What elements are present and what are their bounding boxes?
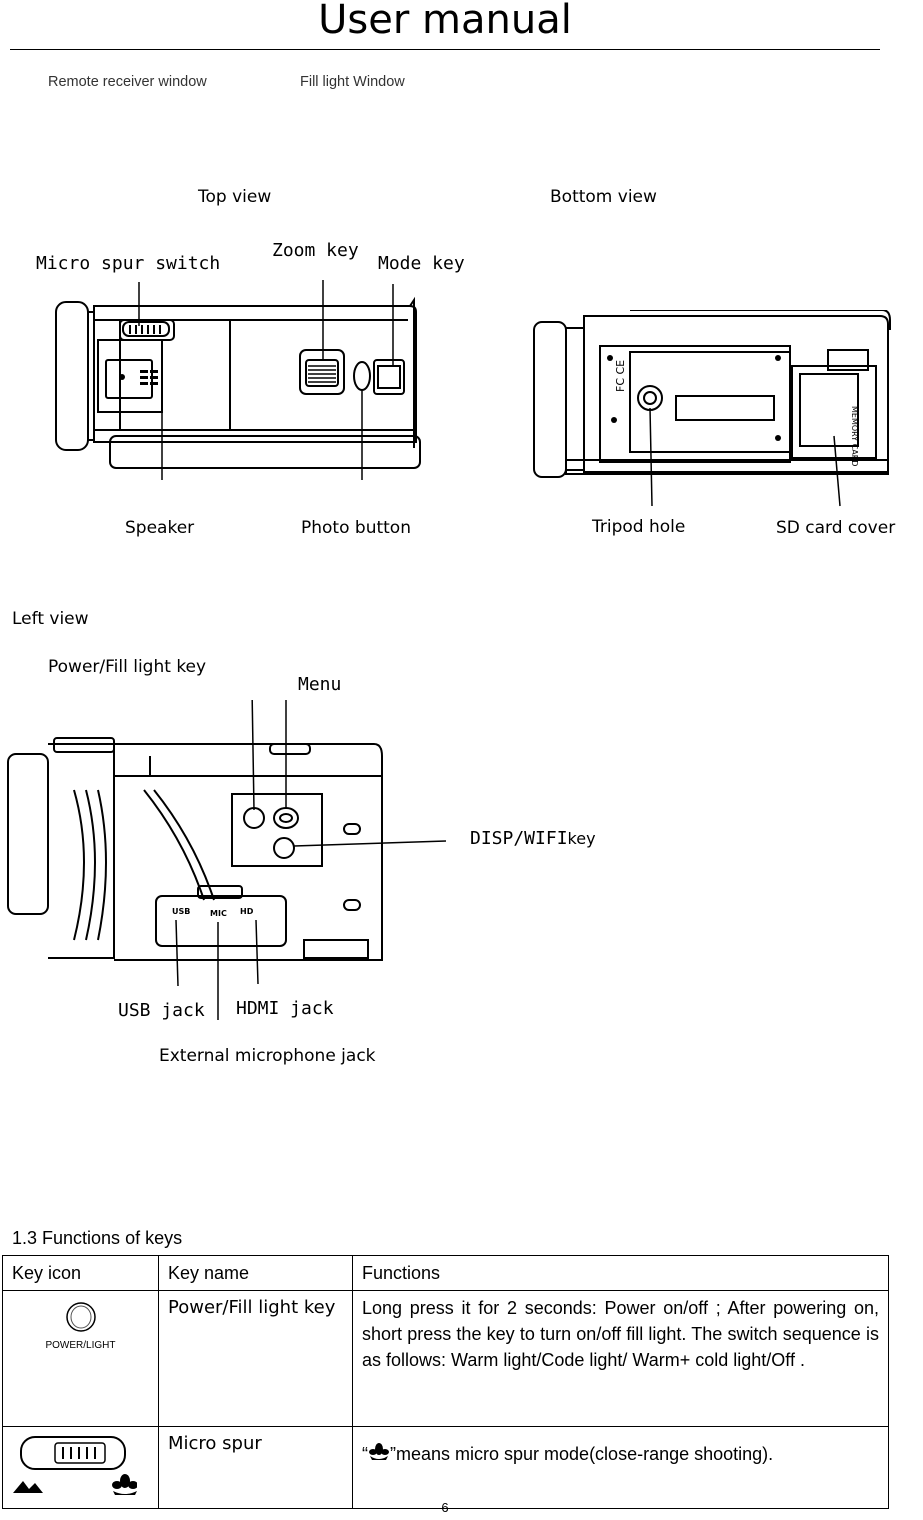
title-rule: [10, 49, 880, 50]
function-prefix: “: [362, 1444, 368, 1464]
micro-spur-switch-icon: [13, 1436, 138, 1495]
mountain-icon: [13, 1481, 43, 1493]
function-cell: “ ”means micro spur mode(close-range sho…: [352, 1426, 889, 1509]
disp-wifi-key-suffix: key: [567, 829, 596, 848]
remote-receiver-window-label: Remote receiver window: [48, 74, 207, 90]
disp-wifi-key-label: DISP/WIFIkey: [470, 828, 596, 849]
header-functions: Functions: [352, 1255, 889, 1291]
key-icon-cell: POWER/LIGHT: [2, 1290, 159, 1427]
table-row: Micro spur “ ”means micro spur mode(clos…: [2, 1426, 889, 1509]
header-key-name: Key name: [158, 1255, 353, 1291]
micro-spur-switch-label: Micro spur switch: [36, 253, 221, 274]
mic-panel-text: MIC: [210, 909, 227, 918]
key-icon-cell: [2, 1426, 159, 1509]
sd-card-cover-label: SD card cover: [776, 518, 896, 538]
external-microphone-jack-label: External microphone jack: [159, 1046, 376, 1066]
functions-table: Key icon Key name Functions POWER/LIGHT …: [2, 1255, 889, 1509]
hd-panel-text: HD: [240, 907, 254, 916]
function-suffix: ”means micro spur mode(close-range shoot…: [390, 1444, 774, 1464]
power-light-button-icon: [65, 1302, 96, 1332]
speaker-label: Speaker: [125, 518, 195, 538]
table-header-row: Key icon Key name Functions: [2, 1255, 889, 1291]
disp-wifi-label-text: DISP/WIFI: [470, 828, 568, 849]
power-light-caption: POWER/LIGHT: [45, 1340, 116, 1351]
top-view-heading: Top view: [198, 187, 272, 207]
table-row: POWER/LIGHT Power/Fill light key Long pr…: [2, 1290, 889, 1427]
fill-light-window-label: Fill light Window: [300, 74, 405, 90]
svg-text:MEMORY CARD: MEMORY CARD: [850, 406, 859, 466]
key-name-cell: Micro spur: [158, 1426, 353, 1509]
svg-text:FC CE: FC CE: [614, 360, 627, 392]
power-fill-light-key-label: Power/Fill light key: [48, 657, 207, 677]
bottom-view-heading: Bottom view: [550, 187, 657, 207]
function-cell: Long press it for 2 seconds: Power on/of…: [352, 1290, 889, 1427]
header-key-icon: Key icon: [2, 1255, 159, 1291]
left-view-camera-illustration: USB MIC HD: [7, 700, 447, 1020]
tripod-hole-label: Tripod hole: [592, 517, 686, 537]
photo-button-label: Photo button: [301, 518, 411, 538]
mode-key-label: Mode key: [378, 253, 465, 274]
flower-icon: [112, 1474, 138, 1495]
key-name-cell: Power/Fill light key: [158, 1290, 353, 1427]
bottom-view-camera-illustration: FC CE MEMORY CARD: [533, 310, 891, 507]
top-view-camera-illustration: [55, 280, 421, 480]
hdmi-jack-label: HDMI jack: [236, 998, 334, 1019]
flower-macro-icon: [369, 1443, 389, 1460]
section-title: 1.3 Functions of keys: [12, 1228, 183, 1248]
page-number: 6: [441, 1500, 449, 1515]
menu-label: Menu: [298, 674, 342, 695]
usb-jack-label: USB jack: [118, 1000, 205, 1021]
usb-panel-text: USB: [172, 907, 190, 916]
left-view-heading: Left view: [12, 609, 89, 629]
zoom-key-label: Zoom key: [272, 240, 359, 261]
page-title: User manual: [318, 0, 572, 43]
